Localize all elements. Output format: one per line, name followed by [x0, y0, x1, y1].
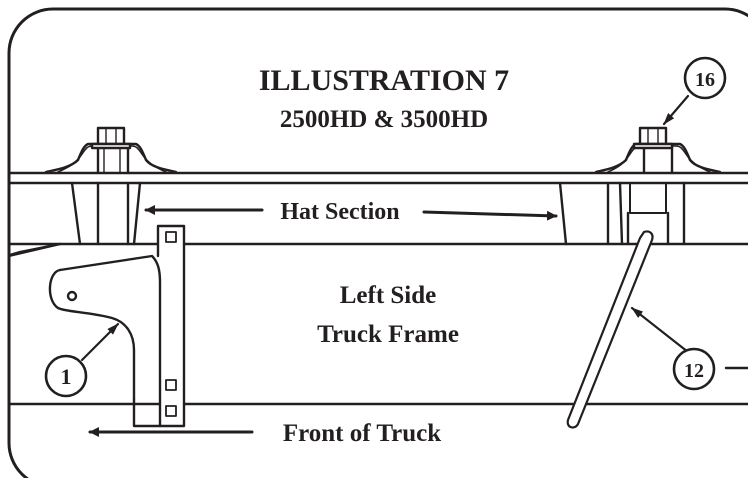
callout-16: 16: [683, 56, 727, 100]
illustration-subtitle: 2500HD & 3500HD: [280, 106, 488, 133]
callout-16-label: 16: [695, 69, 715, 91]
callout-1-leader: [80, 322, 120, 362]
support-rod: [566, 230, 654, 429]
illustration-title: ILLUSTRATION 7: [259, 64, 509, 97]
left-hat-support: [70, 181, 142, 246]
callout-16-leader: [662, 94, 690, 126]
callout-12-label: 12: [684, 360, 704, 382]
callout-12: 12: [672, 347, 716, 391]
hat-section-label: Hat Section: [280, 199, 399, 225]
frame-label-line2: Truck Frame: [317, 321, 459, 348]
callout-12-leader: [630, 306, 690, 354]
frame-bracket: [9, 224, 186, 428]
callout-1-label: 1: [61, 364, 72, 389]
callout-1: 1: [44, 354, 88, 398]
front-of-truck-label: Front of Truck: [283, 420, 441, 447]
left-bolt-head: [90, 126, 132, 150]
right-bolt-head: [632, 126, 674, 150]
hat-section-arrow-right: [422, 210, 558, 221]
right-hat-support: [558, 181, 686, 246]
frame-label-line1: Left Side: [340, 282, 437, 309]
